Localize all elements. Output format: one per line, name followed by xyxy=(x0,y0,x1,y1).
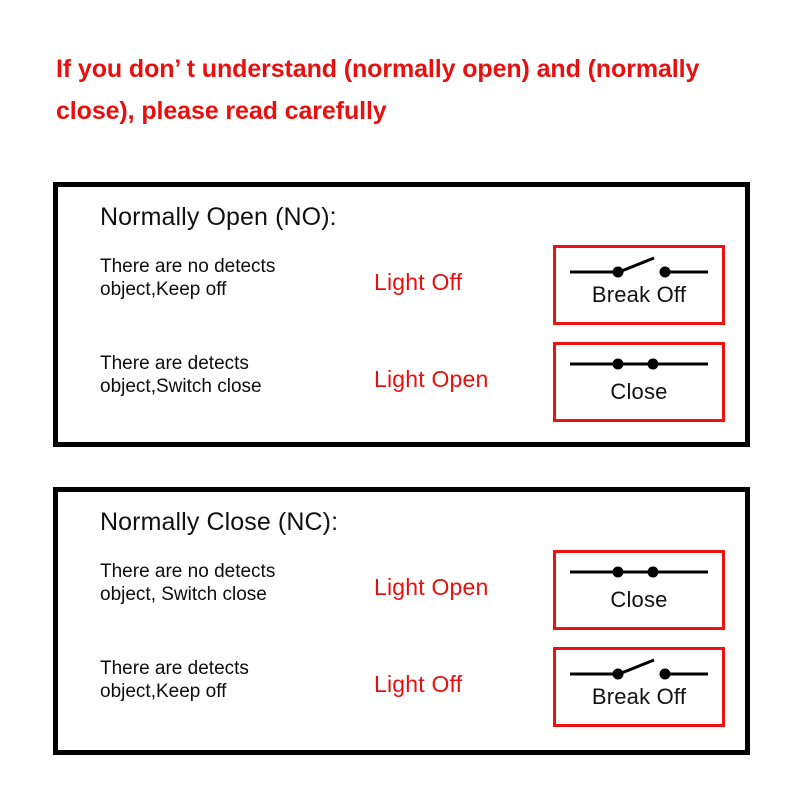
row-description-line-2: object, Switch close xyxy=(100,584,267,605)
switch-symbol-label: Close xyxy=(610,379,668,404)
table-row: There are detects object,Switch close Li… xyxy=(58,342,745,438)
row-description-line-2: object,Switch close xyxy=(100,376,262,397)
switch-symbol-label: Break Off xyxy=(591,282,687,307)
row-description-line-1: There are no detects xyxy=(100,561,276,582)
section-heading-normally-open: Normally Open (NO): xyxy=(100,203,337,231)
light-state-label: Light Off xyxy=(374,269,463,295)
row-description: There are no detects object, Switch clos… xyxy=(100,560,370,606)
row-description: There are no detects object,Keep off xyxy=(100,255,370,301)
row-description-line-1: There are detects xyxy=(100,353,249,374)
page-title-line-1: If you don’ t understand (normally open)… xyxy=(56,55,700,83)
switch-symbol-card: Break Off xyxy=(553,647,725,727)
page-title-line-2: close), please read carefully xyxy=(56,97,387,125)
table-row: There are no detects object,Keep off Lig… xyxy=(58,245,745,341)
table-row: There are detects object,Keep off Light … xyxy=(58,647,745,743)
switch-closed-icon xyxy=(570,566,708,578)
section-normally-close: Normally Close (NC): There are no detect… xyxy=(53,487,750,755)
table-row: There are no detects object, Switch clos… xyxy=(58,550,745,646)
switch-symbol-card: Break Off xyxy=(553,245,725,325)
row-description: There are detects object,Keep off xyxy=(100,657,370,703)
light-state-label: Light Open xyxy=(374,366,489,392)
switch-open-icon xyxy=(570,658,708,680)
switch-symbol-label: Break Off xyxy=(591,684,687,709)
row-description-line-2: object,Keep off xyxy=(100,681,227,702)
switch-symbol-card: Close xyxy=(553,550,725,630)
section-normally-open: Normally Open (NO): There are no detects… xyxy=(53,182,750,447)
row-description-line-1: There are detects xyxy=(100,658,249,679)
light-state-label: Light Off xyxy=(374,671,463,697)
row-description: There are detects object,Switch close xyxy=(100,352,370,398)
switch-open-icon xyxy=(570,256,708,278)
page-title: If you don’ t understand (normally open)… xyxy=(56,48,776,132)
row-description-line-1: There are no detects xyxy=(100,256,276,277)
row-description-line-2: object,Keep off xyxy=(100,279,227,300)
light-state-label: Light Open xyxy=(374,574,489,600)
switch-closed-icon xyxy=(570,358,708,370)
switch-symbol-label: Close xyxy=(610,587,668,612)
switch-symbol-card: Close xyxy=(553,342,725,422)
section-heading-normally-close: Normally Close (NC): xyxy=(100,508,339,536)
